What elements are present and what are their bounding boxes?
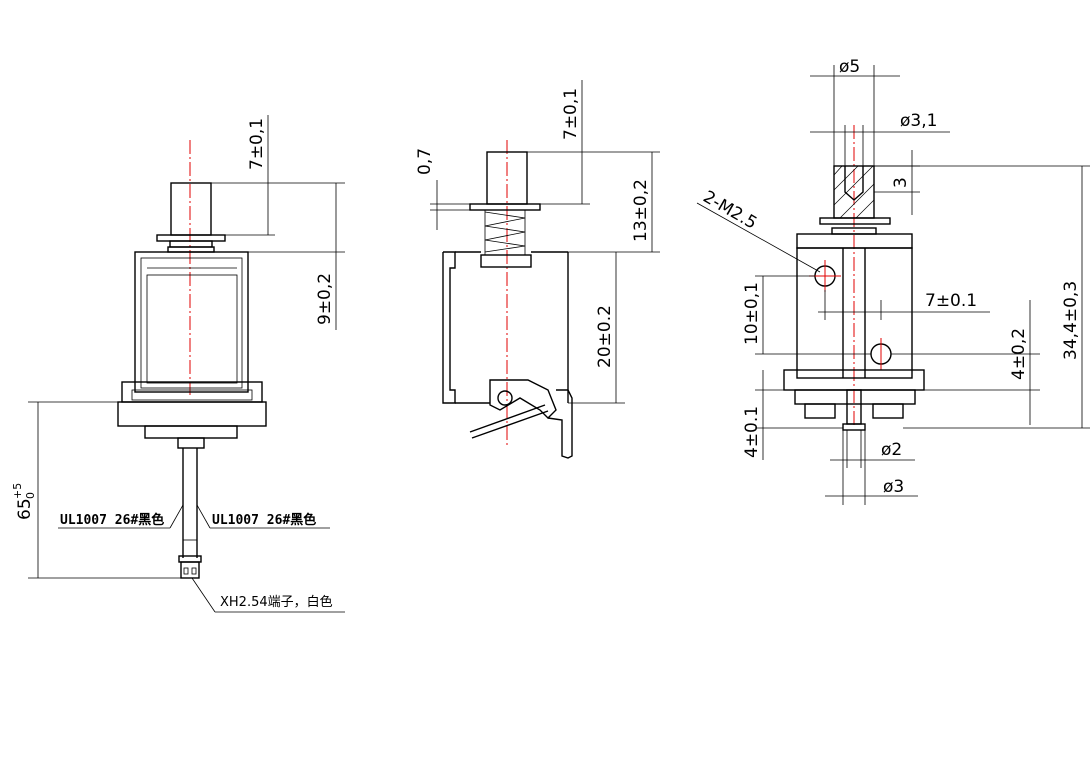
middle-frame-height: 20±0.2 xyxy=(595,305,615,368)
left-lead-length: 65 xyxy=(15,498,35,520)
right-pin-diameter: ø2 xyxy=(881,440,902,460)
right-inner-diameter: ø3,1 xyxy=(900,111,937,131)
middle-arm-1 xyxy=(469,404,546,433)
left-connector-label: XH2.54端子，白色 xyxy=(220,594,333,610)
right-plunger-hatch xyxy=(833,165,875,219)
left-washer xyxy=(156,234,226,242)
left-frame-inner xyxy=(140,257,243,389)
middle-spring-length: 13±0,2 xyxy=(631,179,651,242)
middle-spring xyxy=(484,211,526,253)
right-view: ø5 ø3,1 3 2-M2.5 34,4±0,3 7±0.1 10±0,1 xyxy=(696,57,1090,505)
left-base-inner xyxy=(131,389,253,401)
right-outer-diameter: ø5 xyxy=(839,57,860,77)
right-top-slot: 3 xyxy=(891,177,911,188)
left-lead-exit xyxy=(177,437,205,449)
middle-arm-2 xyxy=(471,410,549,439)
right-hole-spacing-v: 10±0,1 xyxy=(742,282,762,345)
left-lead-length-sub: 0 xyxy=(24,492,37,499)
left-lead-length-sup: +5 xyxy=(11,483,24,499)
left-frame-outer xyxy=(134,251,249,393)
right-frame xyxy=(796,247,913,379)
right-plunger-slot xyxy=(844,166,864,201)
middle-bracket xyxy=(547,389,573,459)
left-wire-leader-right-angle xyxy=(196,504,211,529)
right-pin-tip xyxy=(842,423,866,431)
left-wire-label-left: UL1007 26#黑色 xyxy=(60,512,164,528)
left-bottom-plate xyxy=(117,401,267,427)
left-bottom-block xyxy=(144,425,238,439)
right-foot-right xyxy=(872,403,904,419)
left-flange xyxy=(167,246,215,253)
left-frame-height: 9±0,2 xyxy=(315,273,335,325)
middle-washer-thickness: 0,7 xyxy=(415,148,435,175)
middle-washer xyxy=(469,203,541,211)
left-connector xyxy=(180,561,200,579)
middle-latch-pivot xyxy=(497,390,513,406)
right-hole-offset: 4±0,2 xyxy=(1009,328,1029,380)
left-connector-pin-2 xyxy=(191,567,197,575)
right-overall-height: 34,4±0,3 xyxy=(1061,281,1081,360)
left-coil xyxy=(146,274,238,384)
right-pin-outer-diameter: ø3 xyxy=(883,477,904,497)
middle-frame-left xyxy=(442,251,456,404)
left-lead-length-group: 65 0 +5 xyxy=(11,483,37,520)
right-foot-left xyxy=(804,403,836,419)
left-plunger xyxy=(170,182,212,236)
right-thread-label: 2-M2.5 xyxy=(700,187,761,234)
middle-view: 7±0,1 0,7 13±0,2 20±0.2 xyxy=(415,80,660,459)
left-wire-label-right: UL1007 26#黑色 xyxy=(212,512,316,528)
left-connector-leader xyxy=(191,577,216,613)
left-washer-ring xyxy=(169,240,213,248)
left-wire-leader-left-angle xyxy=(169,504,184,529)
left-plunger-height: 7±0,1 xyxy=(247,118,267,170)
right-hole-spacing-h: 7±0.1 xyxy=(925,291,977,311)
left-view: 7±0,1 9±0,2 65 0 +5 UL1007 26#黑色 UL1007 … xyxy=(11,115,345,613)
right-thread-leader xyxy=(696,202,821,273)
right-washer xyxy=(819,217,891,225)
right-base-lower xyxy=(794,389,916,405)
middle-flange xyxy=(480,254,532,268)
left-connector-pin-1 xyxy=(183,567,189,575)
right-bottom-height: 4±0.1 xyxy=(742,406,762,458)
middle-latch xyxy=(489,379,557,419)
middle-plunger-height: 7±0,1 xyxy=(561,88,581,140)
